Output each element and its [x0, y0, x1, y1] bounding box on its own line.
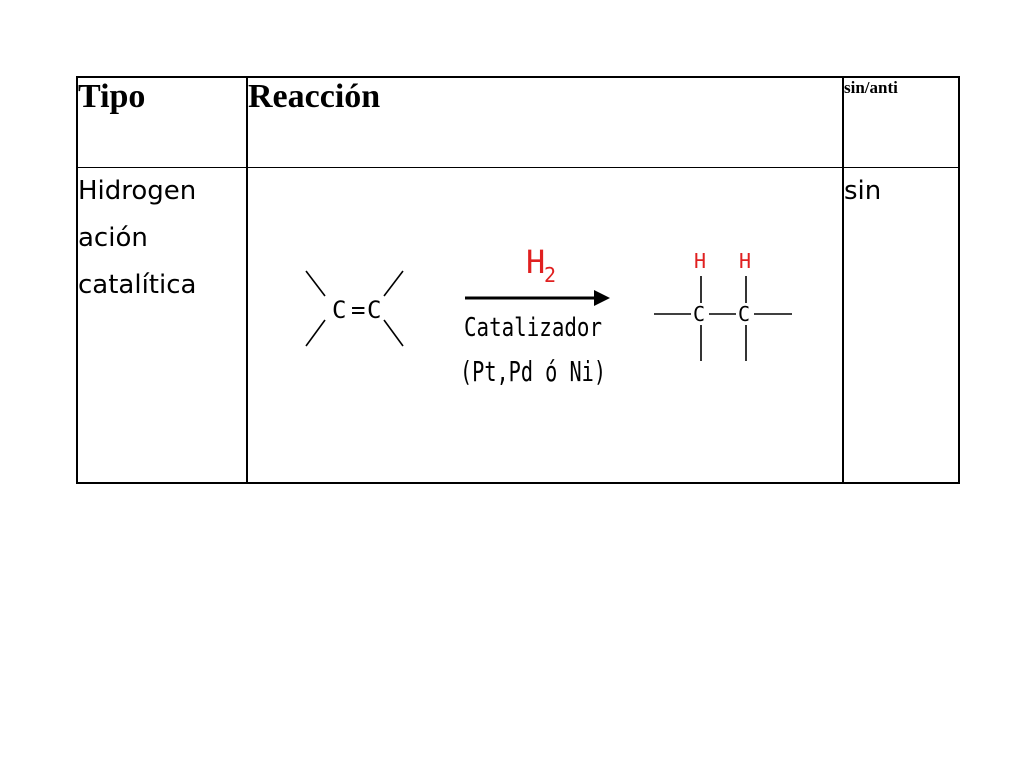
reactant-bond-lower-right: [383, 319, 404, 346]
header-sin-anti: sin/anti: [842, 76, 960, 168]
product-carbon-left: C: [693, 302, 705, 326]
table-header-row: Tipo Reacción sin/anti: [76, 76, 960, 168]
reactant-bond-lower-left: [305, 319, 326, 346]
reactant-bond-upper-left: [305, 270, 326, 296]
product-carbon-right: C: [738, 302, 750, 326]
reagent-h2-subscript: 2: [544, 263, 556, 287]
header-reaccion: Reacción: [246, 76, 844, 168]
cell-reaccion: C = C H 2 Catalizador (Pt,Pd ó Ni): [246, 166, 844, 484]
cell-tipo: Hidrogen ación catalítica: [76, 166, 248, 484]
reaction-table: Tipo Reacción sin/anti Hidrogen ación ca…: [76, 76, 960, 484]
reaction-scheme: C = C H 2 Catalizador (Pt,Pd ó Ni): [305, 243, 792, 388]
reagent-catalysts: (Pt,Pd ó Ni): [460, 355, 606, 388]
cell-sin-anti: sin: [842, 166, 960, 484]
tipo-line-1: Hidrogen: [78, 175, 197, 206]
reaction-arrow: H 2 Catalizador (Pt,Pd ó Ni): [460, 243, 610, 388]
table-row: Hidrogen ación catalítica C = C: [76, 166, 960, 484]
product-alkane: H H C C: [654, 249, 792, 361]
header-tipo: Tipo: [76, 76, 248, 168]
reactant-alkene: C = C: [305, 270, 404, 346]
product-h-left: H: [694, 249, 706, 273]
tipo-line-3: catalítica: [78, 269, 197, 300]
reactant-double-bond: =: [351, 296, 365, 324]
arrow-head-icon: [594, 289, 610, 306]
reactant-carbon-right: C: [367, 296, 381, 324]
reactant-carbon-left: C: [332, 296, 346, 324]
reagent-catalizador: Catalizador: [464, 313, 602, 343]
product-h-right: H: [739, 249, 751, 273]
tipo-line-2: ación: [78, 222, 148, 253]
reagent-h2-symbol: H: [526, 243, 545, 281]
reactant-bond-upper-right: [383, 270, 404, 296]
